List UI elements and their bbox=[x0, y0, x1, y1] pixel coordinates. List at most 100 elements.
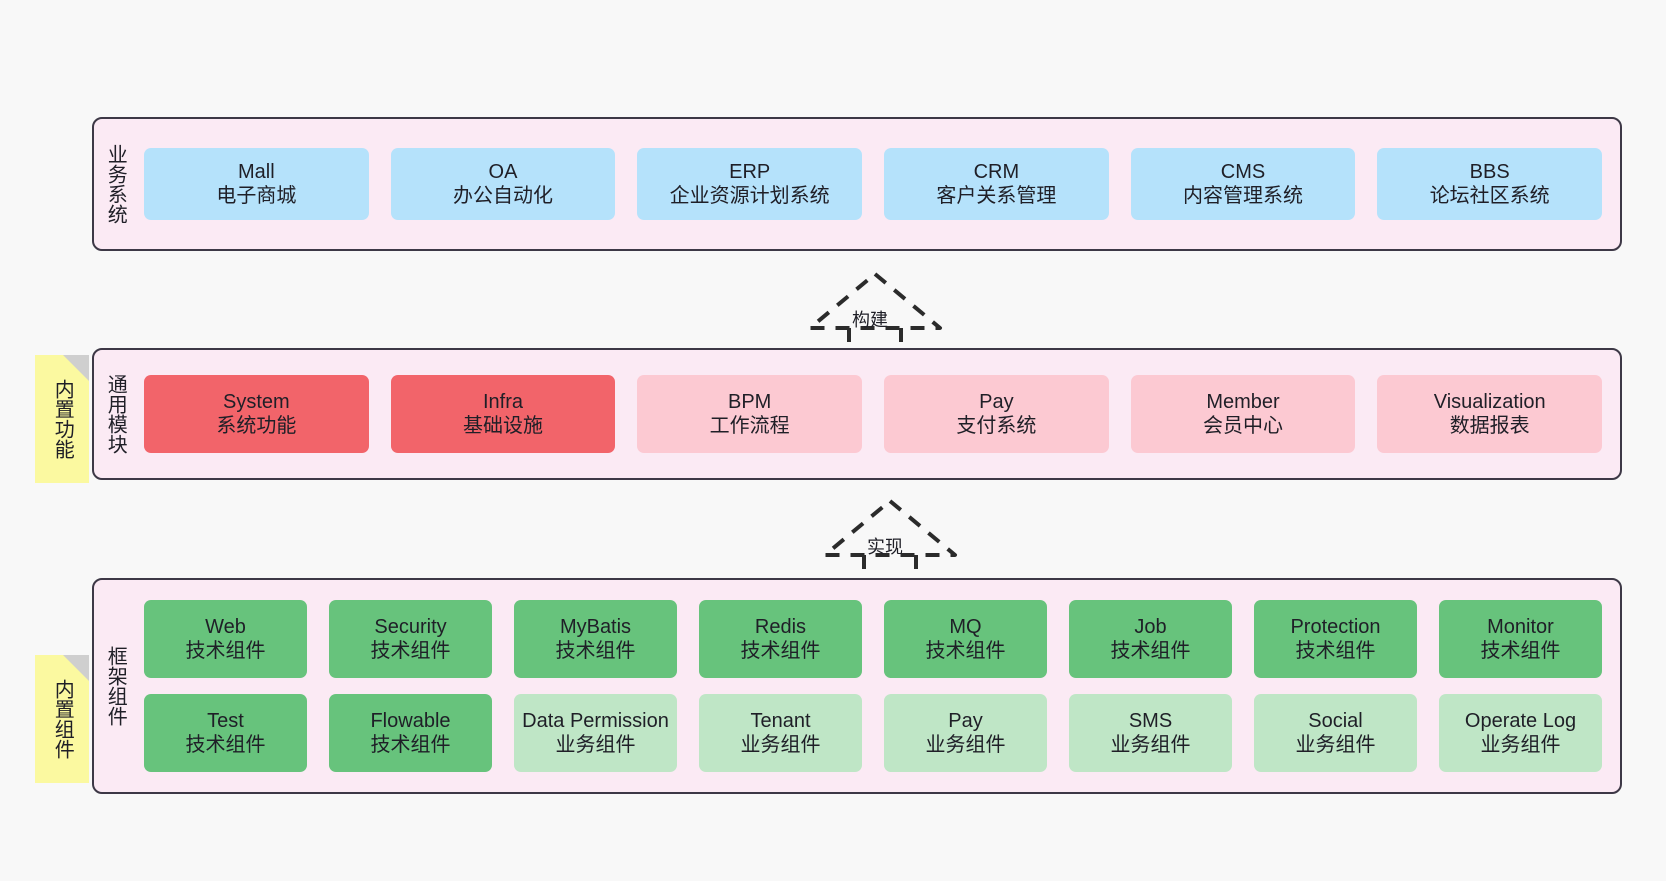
note-builtin-components: 内置组件 bbox=[35, 655, 89, 783]
node-pay-component[interactable]: Pay 业务组件 bbox=[884, 694, 1047, 772]
node-desc: 支付系统 bbox=[956, 415, 1037, 437]
node-desc: 企业资源计划系统 bbox=[669, 185, 830, 207]
node-redis[interactable]: Redis 技术组件 bbox=[699, 600, 862, 678]
node-desc: 内容管理系统 bbox=[1183, 185, 1304, 207]
node-desc: 技术组件 bbox=[370, 734, 451, 756]
node-test[interactable]: Test 技术组件 bbox=[144, 694, 307, 772]
node-name: SMS bbox=[1128, 709, 1173, 732]
node-member[interactable]: Member 会员中心 bbox=[1130, 375, 1356, 453]
node-desc: 技术组件 bbox=[370, 640, 451, 662]
node-name: MQ bbox=[949, 615, 982, 638]
layer-framework-components: 框架组件 Web 技术组件 Security 技术组件 MyBatis 技术组件… bbox=[92, 578, 1622, 794]
note-builtin-features: 内置功能 bbox=[35, 355, 89, 483]
node-visualization[interactable]: Visualization 数据报表 bbox=[1377, 375, 1603, 453]
node-desc: 技术组件 bbox=[740, 640, 821, 662]
node-name: Operate Log bbox=[1464, 709, 1577, 732]
node-tenant[interactable]: Tenant 业务组件 bbox=[699, 694, 862, 772]
node-name: Security bbox=[374, 615, 447, 638]
implement-arrow-label: 实现 bbox=[867, 537, 903, 557]
node-desc: 数据报表 bbox=[1449, 415, 1530, 437]
node-desc: 技术组件 bbox=[925, 640, 1006, 662]
node-name: BBS bbox=[1469, 160, 1510, 183]
node-desc: 业务组件 bbox=[555, 734, 636, 756]
node-name: CRM bbox=[973, 160, 1020, 183]
layer-row: Web 技术组件 Security 技术组件 MyBatis 技术组件 Redi… bbox=[144, 600, 1602, 678]
note-label: 内置组件 bbox=[51, 679, 74, 759]
layer-title-business-systems: 业务系统 bbox=[104, 144, 127, 224]
node-desc: 电子商城 bbox=[216, 185, 297, 207]
node-oa[interactable]: OA 办公自动化 bbox=[390, 148, 616, 220]
node-name: CMS bbox=[1220, 160, 1266, 183]
node-name: Protection bbox=[1290, 615, 1381, 638]
node-desc: 技术组件 bbox=[555, 640, 636, 662]
node-protection[interactable]: Protection 技术组件 bbox=[1254, 600, 1417, 678]
node-desc: 会员中心 bbox=[1203, 415, 1284, 437]
node-name: MyBatis bbox=[559, 615, 632, 638]
layer-body-business-systems: Mall 电子商城 OA 办公自动化 ERP 企业资源计划系统 CRM 客户关系… bbox=[136, 119, 1620, 249]
node-desc: 基础设施 bbox=[463, 415, 543, 437]
node-system[interactable]: System 系统功能 bbox=[144, 375, 369, 453]
node-name: Web bbox=[205, 615, 246, 638]
node-desc: 业务组件 bbox=[740, 734, 821, 756]
node-bpm[interactable]: BPM 工作流程 bbox=[637, 375, 863, 453]
layer-row: System 系统功能 Infra 基础设施 BPM 工作流程 Pay 支付系统… bbox=[144, 375, 1603, 453]
node-name: Redis bbox=[754, 615, 807, 638]
node-crm[interactable]: CRM 客户关系管理 bbox=[884, 148, 1109, 220]
note-label: 内置功能 bbox=[51, 379, 74, 459]
node-desc: 业务组件 bbox=[1480, 734, 1561, 756]
node-name: Member bbox=[1206, 390, 1280, 413]
node-name: Mall bbox=[238, 160, 275, 183]
node-operate-log[interactable]: Operate Log 业务组件 bbox=[1439, 694, 1602, 772]
node-name: BPM bbox=[728, 390, 772, 413]
node-name: Visualization bbox=[1433, 390, 1546, 413]
node-desc: 业务组件 bbox=[1295, 734, 1376, 756]
node-social[interactable]: Social 业务组件 bbox=[1254, 694, 1417, 772]
node-name: Pay bbox=[979, 390, 1014, 413]
implement-arrow: 实现 bbox=[815, 497, 965, 589]
node-name: ERP bbox=[729, 160, 771, 183]
node-cms[interactable]: CMS 内容管理系统 bbox=[1130, 148, 1356, 220]
node-job[interactable]: Job 技术组件 bbox=[1069, 600, 1232, 678]
node-desc: 技术组件 bbox=[1110, 640, 1191, 662]
node-name: OA bbox=[488, 160, 518, 183]
node-security[interactable]: Security 技术组件 bbox=[329, 600, 492, 678]
note-fold-corner-icon bbox=[63, 655, 89, 681]
node-desc: 技术组件 bbox=[1480, 640, 1561, 662]
node-infra[interactable]: Infra 基础设施 bbox=[390, 375, 616, 453]
node-erp[interactable]: ERP 企业资源计划系统 bbox=[637, 148, 863, 220]
node-monitor[interactable]: Monitor 技术组件 bbox=[1439, 600, 1602, 678]
layer-title-framework-components: 框架组件 bbox=[104, 646, 127, 726]
node-desc: 业务组件 bbox=[1110, 734, 1191, 756]
node-desc: 工作流程 bbox=[709, 415, 790, 437]
layer-row: Test 技术组件 Flowable 技术组件 Data Permission … bbox=[144, 694, 1602, 772]
node-desc: 技术组件 bbox=[185, 734, 266, 756]
node-desc: 技术组件 bbox=[185, 640, 266, 662]
node-name: Tenant bbox=[750, 709, 811, 732]
note-fold-corner-icon bbox=[63, 355, 89, 381]
node-desc: 技术组件 bbox=[1295, 640, 1376, 662]
node-desc: 办公自动化 bbox=[453, 185, 553, 207]
node-pay-module[interactable]: Pay 支付系统 bbox=[884, 375, 1109, 453]
layer-body-common-modules: System 系统功能 Infra 基础设施 BPM 工作流程 Pay 支付系统… bbox=[136, 350, 1620, 478]
node-name: Flowable bbox=[370, 709, 451, 732]
node-mall[interactable]: Mall 电子商城 bbox=[144, 148, 369, 220]
layer-row: Mall 电子商城 OA 办公自动化 ERP 企业资源计划系统 CRM 客户关系… bbox=[144, 148, 1603, 220]
node-web[interactable]: Web 技术组件 bbox=[144, 600, 307, 678]
node-name: Data Permission bbox=[522, 709, 669, 732]
node-mybatis[interactable]: MyBatis 技术组件 bbox=[514, 600, 677, 678]
node-desc: 业务组件 bbox=[925, 734, 1006, 756]
layer-title-common-modules: 通用模块 bbox=[104, 374, 127, 454]
node-desc: 系统功能 bbox=[216, 415, 297, 437]
node-data-permission[interactable]: Data Permission 业务组件 bbox=[514, 694, 677, 772]
node-mq[interactable]: MQ 技术组件 bbox=[884, 600, 1047, 678]
node-name: System bbox=[222, 390, 290, 413]
build-arrow-label: 构建 bbox=[852, 310, 888, 330]
node-name: Infra bbox=[482, 390, 524, 413]
node-name: Pay bbox=[948, 709, 983, 732]
node-bbs[interactable]: BBS 论坛社区系统 bbox=[1377, 148, 1603, 220]
node-sms[interactable]: SMS 业务组件 bbox=[1069, 694, 1232, 772]
node-name: Job bbox=[1134, 615, 1167, 638]
node-desc: 客户关系管理 bbox=[936, 185, 1057, 207]
layer-body-framework-components: Web 技术组件 Security 技术组件 MyBatis 技术组件 Redi… bbox=[136, 580, 1620, 792]
node-flowable[interactable]: Flowable 技术组件 bbox=[329, 694, 492, 772]
